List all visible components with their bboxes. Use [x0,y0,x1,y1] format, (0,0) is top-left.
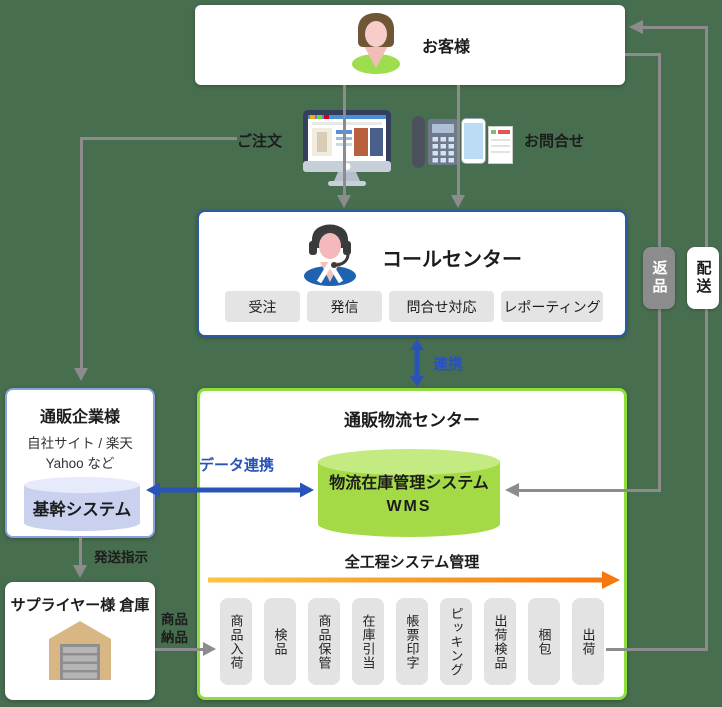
goods-delivery-label: 商品 納品 [161,611,188,647]
arrowhead-left-icon [505,483,519,497]
connector-delivery-top [643,26,707,29]
wms-line1: 物流在庫管理システム [329,475,489,492]
cylinder-icon [24,477,140,531]
process-step-ship-inspection: 出荷検品 [484,598,516,685]
process-step-packing: 梱包 [528,598,560,685]
customer-box: お客様 [195,5,625,85]
logistics-center-title: 通販物流センター [344,411,480,430]
link-double-arrow [408,339,426,392]
connector-delivery-bottom [606,648,708,651]
arrowhead-down-icon [73,565,87,578]
process-step-label: 商品保管 [316,613,332,670]
process-step-label: 検品 [272,627,288,656]
company-box: 通販企業様 自社サイト / 楽天 Yahoo など 基幹システム [5,388,155,538]
data-link-label: データ連携 [199,457,275,474]
goods-delivery-line1: 商品 [161,612,188,627]
process-step-label: 在庫引当 [360,613,376,670]
customer-icon [350,12,402,79]
connector-returns-top [625,53,660,56]
company-subtitle-line1: 自社サイト / 楽天 [27,436,133,451]
process-flow-arrow [208,571,620,594]
arrowhead-down-icon [337,195,351,208]
supplier-title: サプライヤー様 倉庫 [10,597,150,614]
warehouse-icon [47,621,113,684]
process-step-label: 帳票印字 [404,613,420,670]
smartphone-icon [461,118,486,169]
data-link-double-arrow [146,480,314,505]
link-label: 連携 [433,356,464,373]
connector-order-horizontal [80,137,237,140]
arrowhead-left-icon [629,20,643,34]
call-center-box: コールセンター 受注 発信 問合せ対応 レポーティング [197,210,627,337]
company-subtitle: 自社サイト / 楽天 Yahoo など [7,434,153,475]
shipping-instruction-label: 発送指示 [94,550,148,565]
connector-customer-callcenter-right [457,85,460,197]
customer-label: お客様 [421,39,470,56]
arrowhead-down-icon [74,368,88,381]
core-system-label: 基幹システム [32,501,132,519]
operator-icon [302,223,358,291]
document-icon [488,126,513,169]
process-step-shipping: 出荷 [572,598,604,685]
call-center-title: コールセンター [382,248,522,271]
cylinder-icon [318,449,500,537]
arrowhead-right-icon [203,642,216,656]
wms-line2: WMS [386,498,432,516]
process-step-allocation: 在庫引当 [352,598,384,685]
process-step-printing: 帳票印字 [396,598,428,685]
returns-label: 返品 [650,260,668,296]
desk-phone-icon [412,116,458,173]
process-step-label: ピッキング [448,606,464,677]
process-step-label: 出荷 [580,627,596,656]
monitor-icon [302,110,392,191]
process-step-storage: 商品保管 [308,598,340,685]
wms-label: 物流在庫管理システム WMS [318,472,500,518]
company-subtitle-line2: Yahoo など [45,456,115,472]
button-outbound-call: 発信 [307,291,382,322]
button-reporting: レポーティング [501,291,603,322]
delivery-badge: 配送 [687,247,719,309]
connector-delivery-vertical [705,26,708,651]
connector-order-vertical [80,137,83,370]
delivery-label: 配送 [694,260,712,296]
button-inquiry-support: 問合せ対応 [389,291,494,322]
connector-returns-into-wms [519,489,661,492]
process-step-label: 商品入荷 [228,613,244,670]
process-step-inspection: 検品 [264,598,296,685]
process-step-label: 出荷検品 [492,613,508,670]
process-step-receiving: 商品入荷 [220,598,252,685]
arrowhead-down-icon [451,195,465,208]
goods-delivery-line2: 納品 [161,630,188,646]
connector-shipping-instruction [79,538,82,567]
supplier-warehouse-box: サプライヤー様 倉庫 [5,582,155,700]
inquiry-label: お問合せ [524,133,585,150]
process-step-picking: ピッキング [440,598,472,685]
core-system-cylinder: 基幹システム [24,476,140,532]
order-label: ご注文 [237,133,283,150]
button-order-receipt: 受注 [225,291,300,322]
connector-customer-callcenter-left [343,85,346,197]
company-title: 通販企業様 [39,409,120,426]
process-step-label: 梱包 [536,627,552,656]
returns-badge: 返品 [643,247,675,309]
process-flow-title: 全工程システム管理 [344,554,480,571]
connector-goods-delivery [155,648,205,651]
wms-cylinder: 物流在庫管理システム WMS [318,448,500,538]
